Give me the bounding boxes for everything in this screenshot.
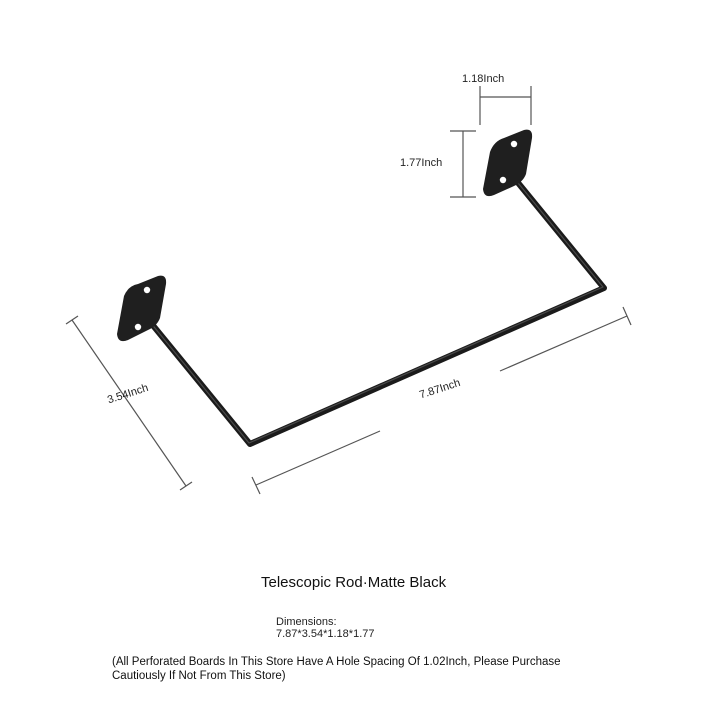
mount-hole-icon — [499, 176, 507, 184]
dimension-depth — [65, 315, 193, 491]
dimension-label-height: 1.77Inch — [400, 157, 443, 169]
dimension-label-top-width: 1.18Inch — [462, 73, 505, 85]
product-title: Telescopic Rod·Matte Black — [261, 574, 447, 591]
mount-hole-icon — [143, 286, 151, 294]
dimensions-label: Dimensions: — [276, 616, 337, 628]
left-mounting-plate — [117, 275, 167, 342]
mount-hole-icon — [510, 140, 518, 148]
dimension-height — [450, 130, 476, 198]
dimensions-block: Dimensions: 7.87*3.54*1.18*1.77 — [276, 616, 374, 640]
rod-body — [139, 165, 607, 447]
mount-hole-icon — [134, 323, 142, 331]
purchase-note: (All Perforated Boards In This Store Hav… — [112, 656, 561, 682]
dimension-length — [251, 306, 632, 495]
right-mounting-plate — [483, 129, 533, 197]
dimension-top-width — [479, 86, 532, 125]
dimensions-value: 7.87*3.54*1.18*1.77 — [276, 628, 375, 640]
